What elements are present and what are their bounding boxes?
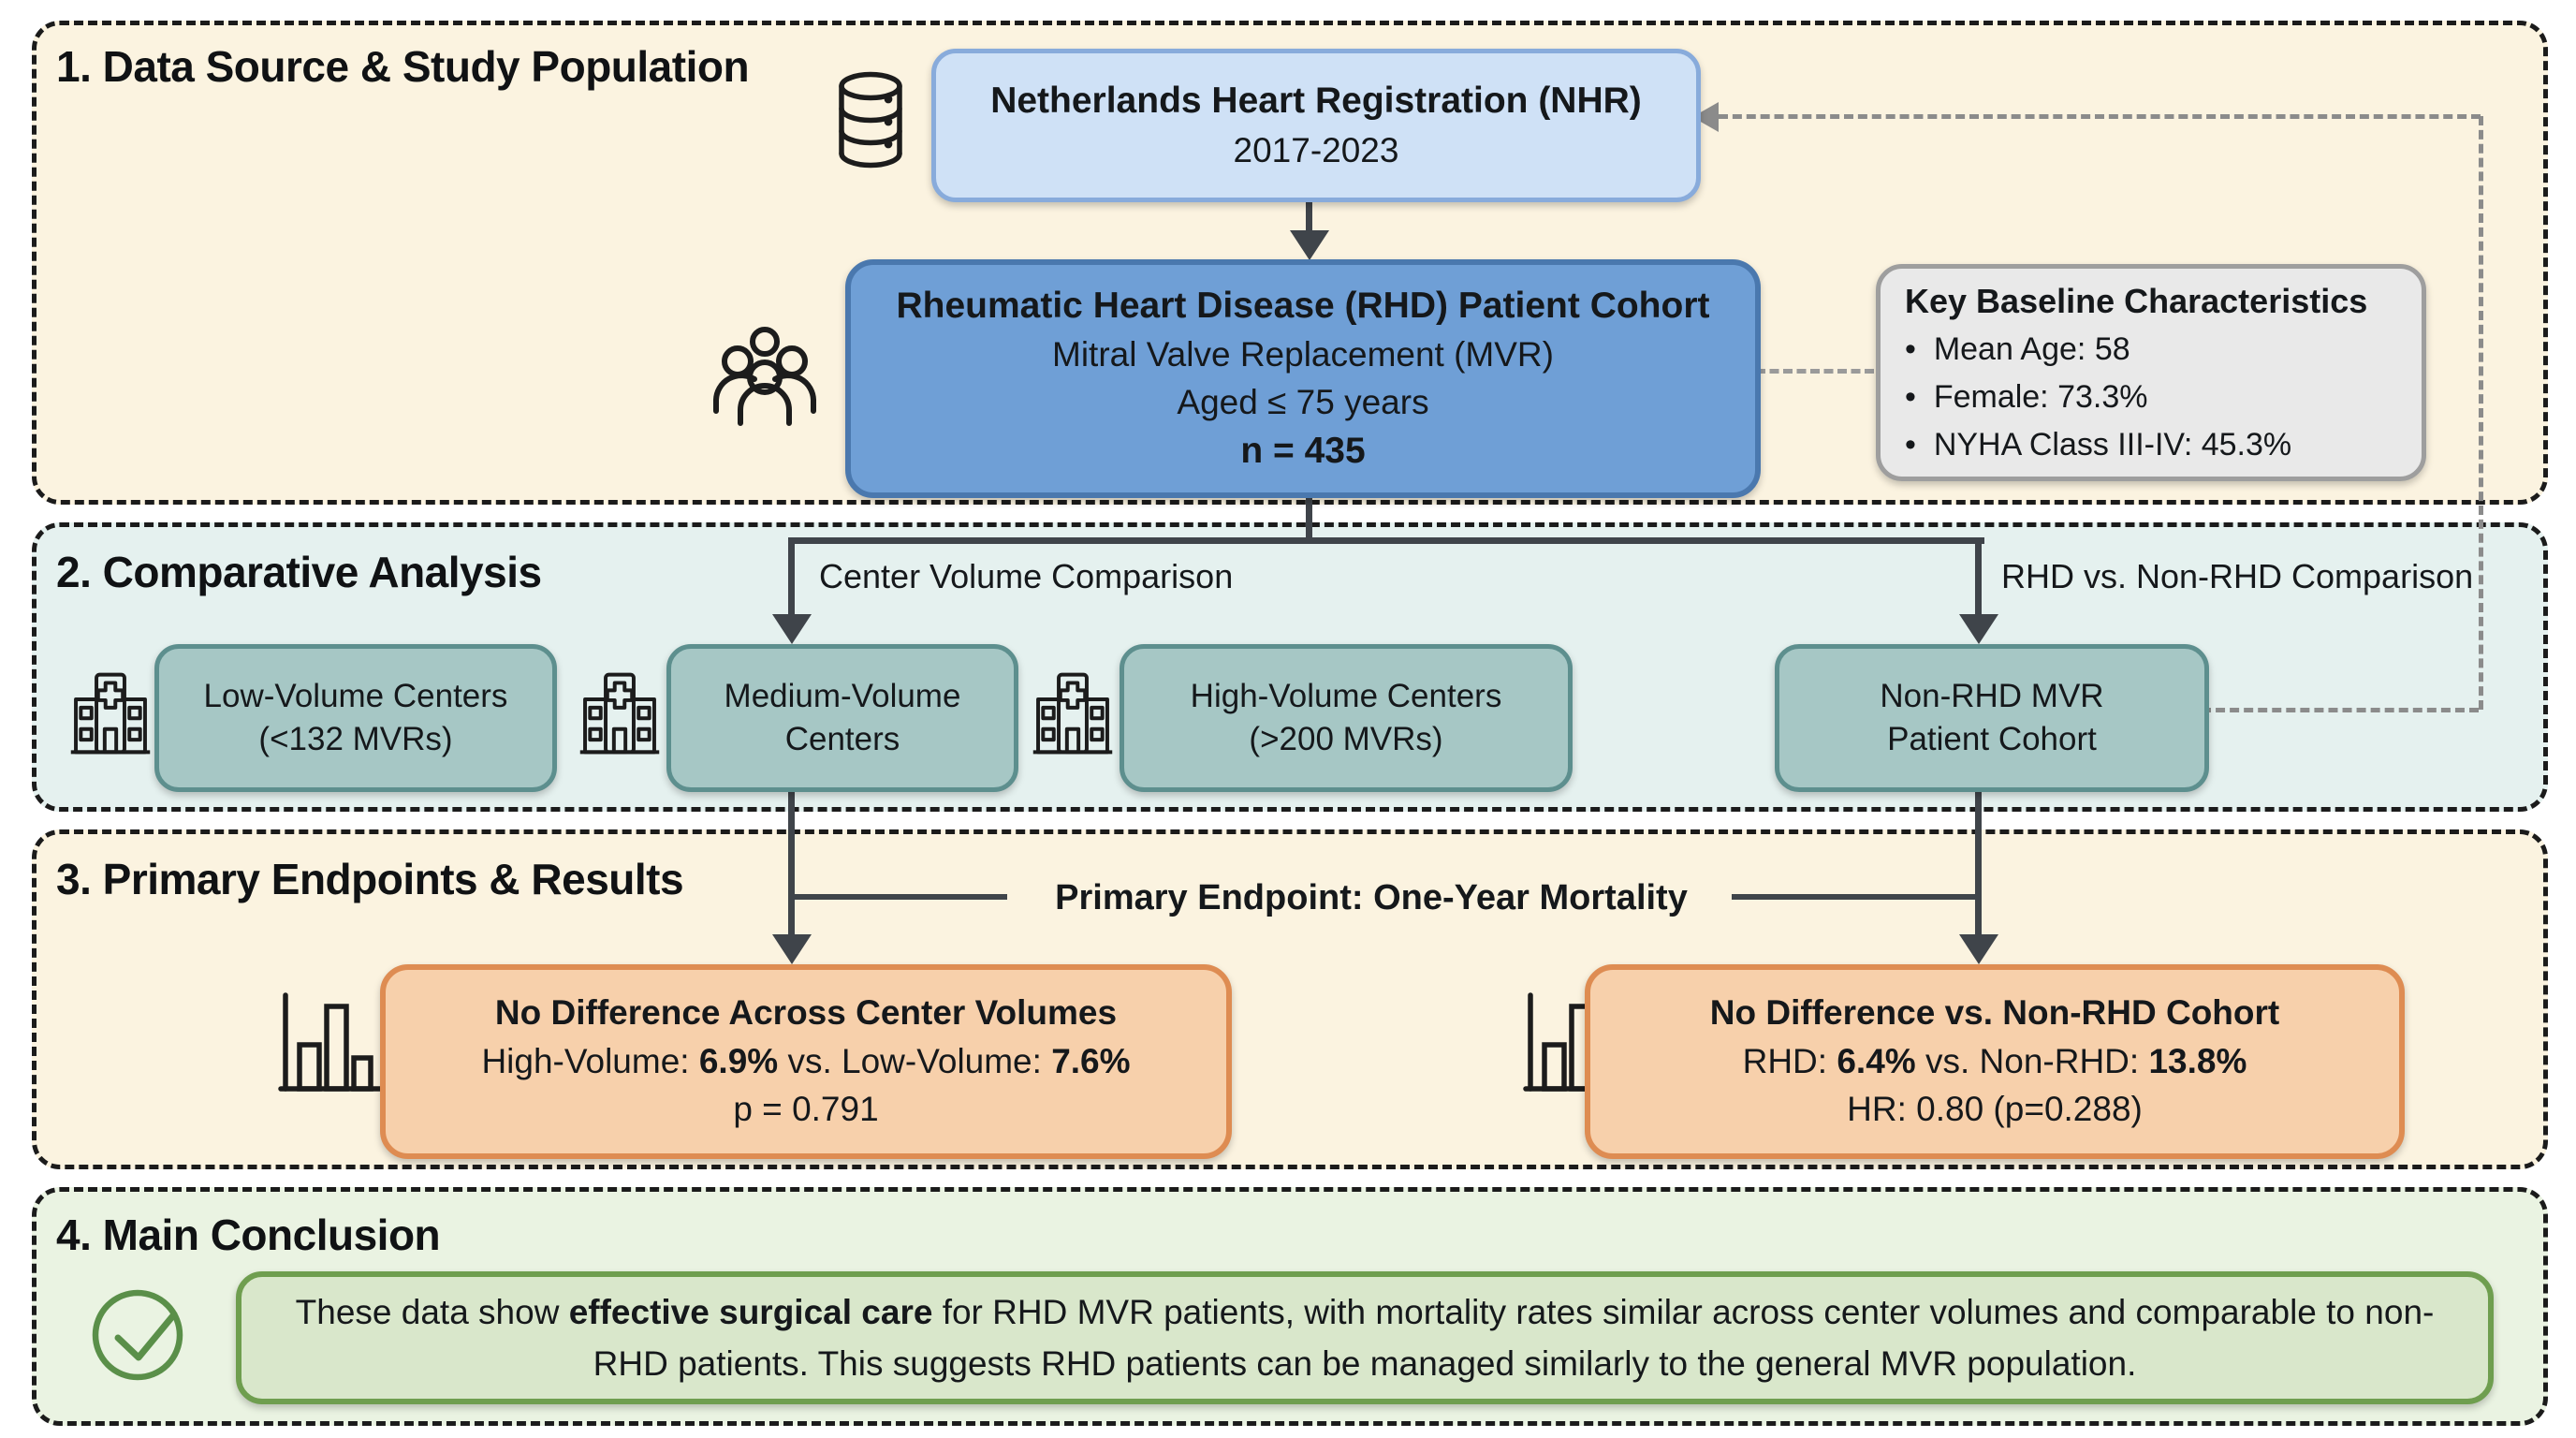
rhd-cohort-box: Rheumatic Heart Disease (RHD) Patient Co… xyxy=(845,259,1761,498)
connector-nonrhd-to-result xyxy=(1975,783,1982,938)
arrowhead-branch-left xyxy=(772,614,812,644)
hospital-icon xyxy=(69,665,152,762)
arrowhead-branch-right xyxy=(1959,614,1998,644)
baseline-characteristics-box: Key Baseline Characteristics • Mean Age:… xyxy=(1876,264,2426,481)
dashed-loop-vertical xyxy=(2479,116,2483,710)
arrowhead-left-result xyxy=(772,934,812,964)
section1-title: 1. Data Source & Study Population xyxy=(56,42,750,91)
bullet-glyph: • xyxy=(1905,379,1916,416)
baseline-item: • Female: 73.3% xyxy=(1905,379,2148,416)
bullet-glyph: • xyxy=(1905,331,1916,368)
baseline-title: Key Baseline Characteristics xyxy=(1905,281,2368,320)
baseline-item: • Mean Age: 58 xyxy=(1905,331,2130,368)
dashed-loop-bottom xyxy=(2202,708,2479,712)
database-icon xyxy=(833,71,908,169)
conclusion-text: These data show effective surgical care … xyxy=(295,1292,2435,1384)
section3-title: 3. Primary Endpoints & Results xyxy=(56,855,684,903)
center-volume-comparison-label: Center Volume Comparison xyxy=(819,557,1234,595)
high-volume-centers-box: High-Volume Centers (>200 MVRs) xyxy=(1120,644,1573,792)
connector-rhd-to-branch xyxy=(1306,485,1312,543)
rhd-box-title: Rheumatic Heart Disease (RHD) Patient Co… xyxy=(896,286,1710,327)
conclusion-box: These data show effective surgical care … xyxy=(236,1271,2494,1404)
center-volume-result-box: No Difference Across Center Volumes High… xyxy=(380,964,1232,1159)
bar-chart-icon xyxy=(277,990,388,1097)
medium-volume-centers-box: Medium-Volume Centers xyxy=(666,644,1018,792)
nhr-box: Netherlands Heart Registration (NHR) 201… xyxy=(931,49,1701,202)
baseline-item: • NYHA Class III-IV: 45.3% xyxy=(1905,427,2292,463)
nhr-box-title: Netherlands Heart Registration (NHR) xyxy=(990,80,1642,121)
result-hr: HR: 0.80 (p=0.288) xyxy=(1847,1090,2143,1129)
dashed-rhd-to-baseline xyxy=(1756,369,1874,374)
result-values: RHD: 6.4% vs. Non-RHD: 13.8% xyxy=(1742,1041,2247,1080)
hospital-icon xyxy=(1032,665,1114,762)
result-title: No Difference Across Center Volumes xyxy=(494,992,1118,1032)
connector-nhr-to-rhd xyxy=(1306,193,1312,234)
bullet-glyph: • xyxy=(1905,427,1916,463)
rhd-box-age: Aged ≤ 75 years xyxy=(1177,382,1429,421)
branch-bar xyxy=(791,537,1984,544)
connector-branch-right xyxy=(1975,537,1982,618)
result-pvalue: p = 0.791 xyxy=(733,1090,879,1129)
nhr-box-years: 2017-2023 xyxy=(1233,131,1399,170)
connector-medium-to-result xyxy=(788,783,795,938)
connector-branch-left xyxy=(788,537,795,618)
result-title: No Difference vs. Non-RHD Cohort xyxy=(1709,992,2280,1032)
primary-endpoint-label: Primary Endpoint: One-Year Mortality xyxy=(1055,878,1688,917)
result-values: High-Volume: 6.9% vs. Low-Volume: 7.6% xyxy=(481,1041,1131,1080)
section2-title: 2. Comparative Analysis xyxy=(56,548,542,596)
non-rhd-cohort-box: Non-RHD MVR Patient Cohort xyxy=(1775,644,2209,792)
rhd-box-n: n = 435 xyxy=(1240,431,1366,472)
endpoint-rule-right xyxy=(1732,894,1978,900)
rhd-box-mvr: Mitral Valve Replacement (MVR) xyxy=(1052,334,1554,374)
people-group-icon xyxy=(710,322,820,427)
low-volume-centers-box: Low-Volume Centers (<132 MVRs) xyxy=(154,644,557,792)
dashed-loop-top xyxy=(1719,114,2481,119)
nonrhd-result-box: No Difference vs. Non-RHD Cohort RHD: 6.… xyxy=(1585,964,2405,1159)
section4-title: 4. Main Conclusion xyxy=(56,1211,441,1259)
arrowhead-nhr-to-rhd xyxy=(1290,230,1329,260)
endpoint-rule-left xyxy=(794,894,1007,900)
hospital-icon xyxy=(578,665,661,762)
check-circle-icon xyxy=(90,1284,189,1384)
rhd-vs-nonrhd-comparison-label: RHD vs. Non-RHD Comparison xyxy=(2001,557,2474,595)
arrowhead-right-result xyxy=(1959,934,1998,964)
